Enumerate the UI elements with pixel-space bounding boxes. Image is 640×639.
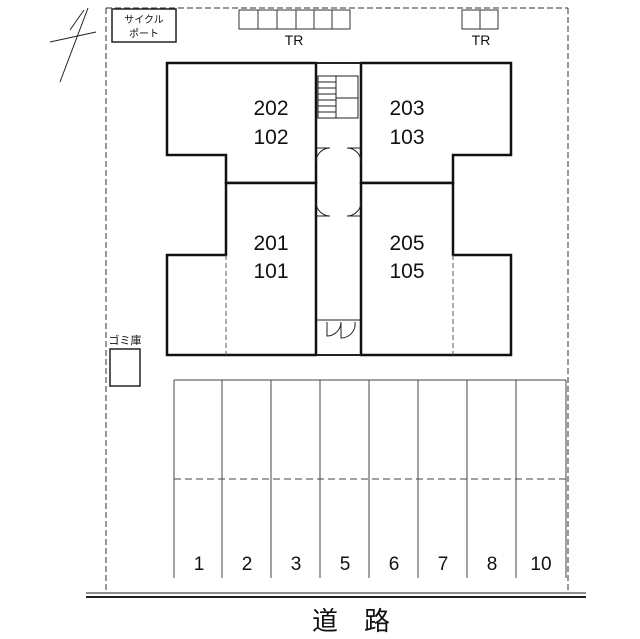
parking-space-label: 5	[340, 554, 351, 575]
parking-space-label: 8	[487, 554, 498, 575]
corridor	[316, 62, 361, 356]
unit-bottom-right	[359, 181, 513, 357]
unit-top-right	[359, 61, 513, 185]
parking-space-label: 1	[194, 554, 205, 575]
door-icon	[340, 321, 356, 339]
unit-label-201: 201	[253, 232, 288, 255]
unit-label-101: 101	[253, 260, 288, 283]
unit-label-105: 105	[389, 260, 424, 283]
door-icon	[346, 147, 362, 163]
cycle-port-label-2: ポート	[129, 28, 159, 40]
parking-space-label: 3	[291, 554, 302, 575]
parking-area	[173, 379, 567, 578]
unit-label-103: 103	[389, 126, 424, 149]
parking-space-label: 7	[438, 554, 449, 575]
door-icon	[326, 321, 342, 337]
transformer-group-left	[238, 9, 351, 30]
door-icon	[315, 201, 331, 217]
cycle-port: サイクル ポート	[111, 8, 177, 43]
road-edge	[86, 592, 586, 598]
door-icon	[315, 147, 331, 163]
road-label: 道 路	[312, 606, 390, 636]
site-boundary	[105, 7, 569, 592]
interior-dividers	[225, 255, 454, 355]
parking-space-label: 6	[389, 554, 400, 575]
door-icon	[346, 201, 362, 217]
garbage-storage: ゴミ庫	[109, 333, 142, 387]
north-arrow-icon	[49, 7, 97, 83]
parking-space-label: 10	[530, 554, 551, 575]
transformer-label-right: TR	[472, 32, 491, 48]
unit-label-203: 203	[389, 97, 424, 120]
unit-top-left	[165, 61, 318, 185]
unit-label-202: 202	[253, 97, 288, 120]
unit-label-102: 102	[253, 126, 288, 149]
cycle-port-label-1: サイクル	[124, 14, 164, 26]
unit-bottom-left	[165, 181, 318, 357]
door-icons	[315, 147, 362, 339]
transformer-label-left: TR	[285, 32, 304, 48]
parking-space-label: 2	[242, 554, 253, 575]
unit-label-205: 205	[389, 232, 424, 255]
garbage-label: ゴミ庫	[109, 333, 142, 347]
building	[165, 61, 513, 357]
transformer-group-right	[461, 9, 499, 30]
